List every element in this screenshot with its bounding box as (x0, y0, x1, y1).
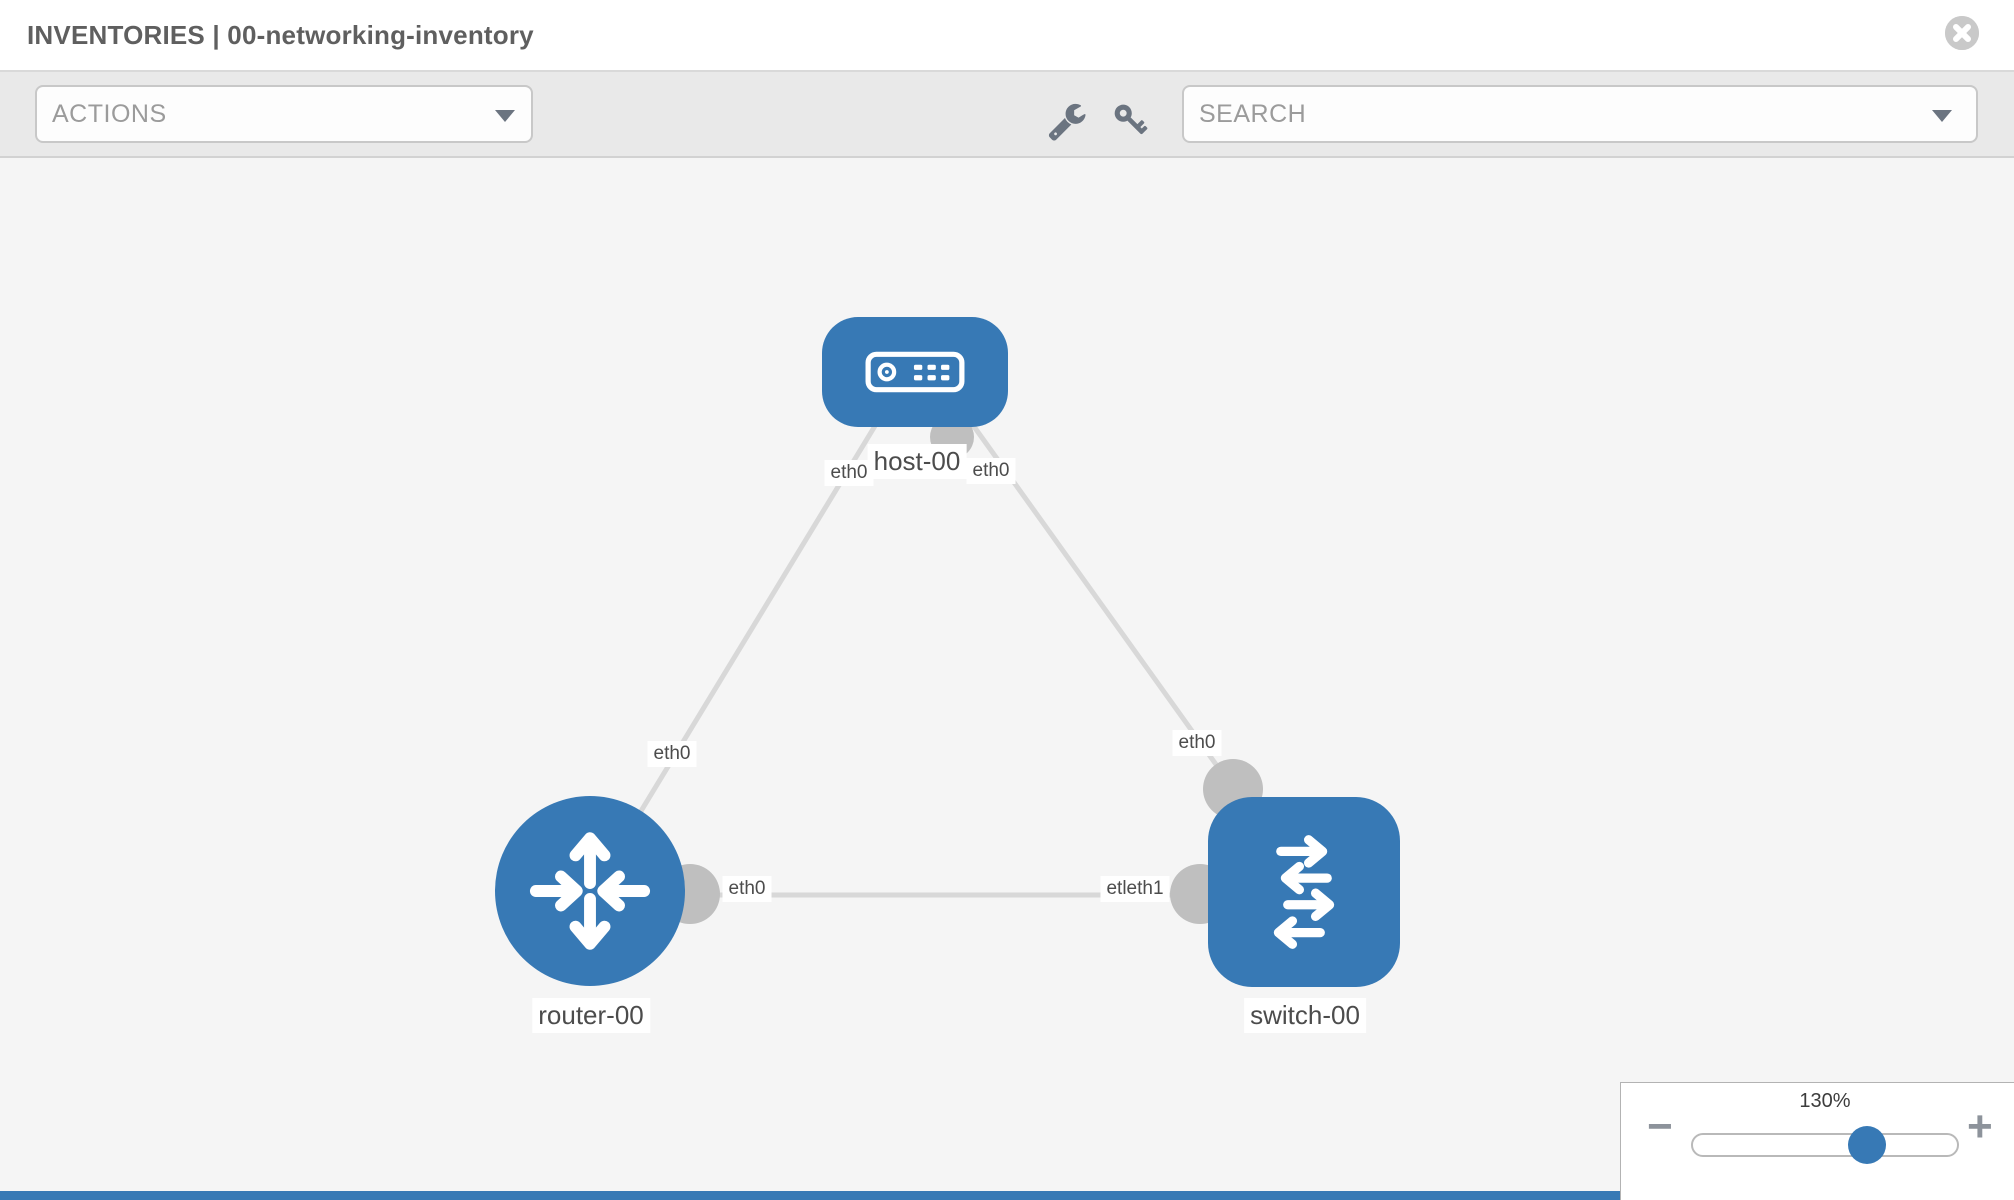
node-label-switch: switch-00 (1244, 998, 1366, 1033)
page-title: INVENTORIES | 00-networking-inventory (27, 20, 534, 50)
iface-label-switch-uplink: eth0 (1172, 730, 1222, 756)
actions-dropdown-label: ACTIONS (52, 99, 167, 128)
wrench-button[interactable] (1047, 101, 1087, 146)
node-host-00[interactable] (822, 317, 1008, 427)
iface-label-router-east: eth0 (722, 876, 772, 902)
iface-label-router-uplink: eth0 (647, 741, 697, 767)
iface-label-host-right: eth0 (966, 458, 1016, 484)
header-bar: INVENTORIES | 00-networking-inventory (0, 0, 2014, 72)
zoom-slider-track[interactable] (1691, 1126, 1959, 1164)
switch-arrows-icon (1273, 835, 1335, 949)
node-label-router: router-00 (532, 998, 650, 1033)
topology-canvas[interactable]: host-00 router-00 switch-00 eth0 eth0 et… (0, 158, 2014, 1200)
search-dropdown[interactable]: SEARCH (1182, 85, 1978, 143)
iface-label-host-left: eth0 (824, 460, 874, 486)
links-layer (587, 391, 1304, 924)
chevron-down-icon (495, 110, 515, 122)
close-button[interactable] (1945, 16, 1979, 50)
zoom-in-button[interactable]: + (1967, 1102, 1993, 1151)
iface-label-switch-west: etleth1 (1100, 876, 1170, 902)
chevron-down-icon (1932, 110, 1952, 122)
server-icon (865, 351, 965, 393)
key-button[interactable] (1109, 99, 1153, 148)
node-label-host: host-00 (867, 444, 967, 479)
zoom-slider-thumb[interactable] (1848, 1126, 1886, 1164)
close-icon (1945, 16, 1979, 50)
wrench-icon (1048, 103, 1086, 141)
router-arrows-icon (529, 832, 651, 950)
search-placeholder: SEARCH (1199, 99, 1307, 128)
zoom-out-button[interactable]: − (1647, 1102, 1673, 1151)
node-router-00[interactable] (495, 796, 685, 986)
zoom-control-panel: 130% − + (1620, 1082, 2014, 1200)
bottom-accent-strip (0, 1191, 1620, 1200)
key-icon (1114, 104, 1148, 135)
actions-dropdown[interactable]: ACTIONS (35, 85, 533, 143)
zoom-level-value: 130% (1799, 1090, 1851, 1112)
node-switch-00[interactable] (1208, 797, 1400, 987)
